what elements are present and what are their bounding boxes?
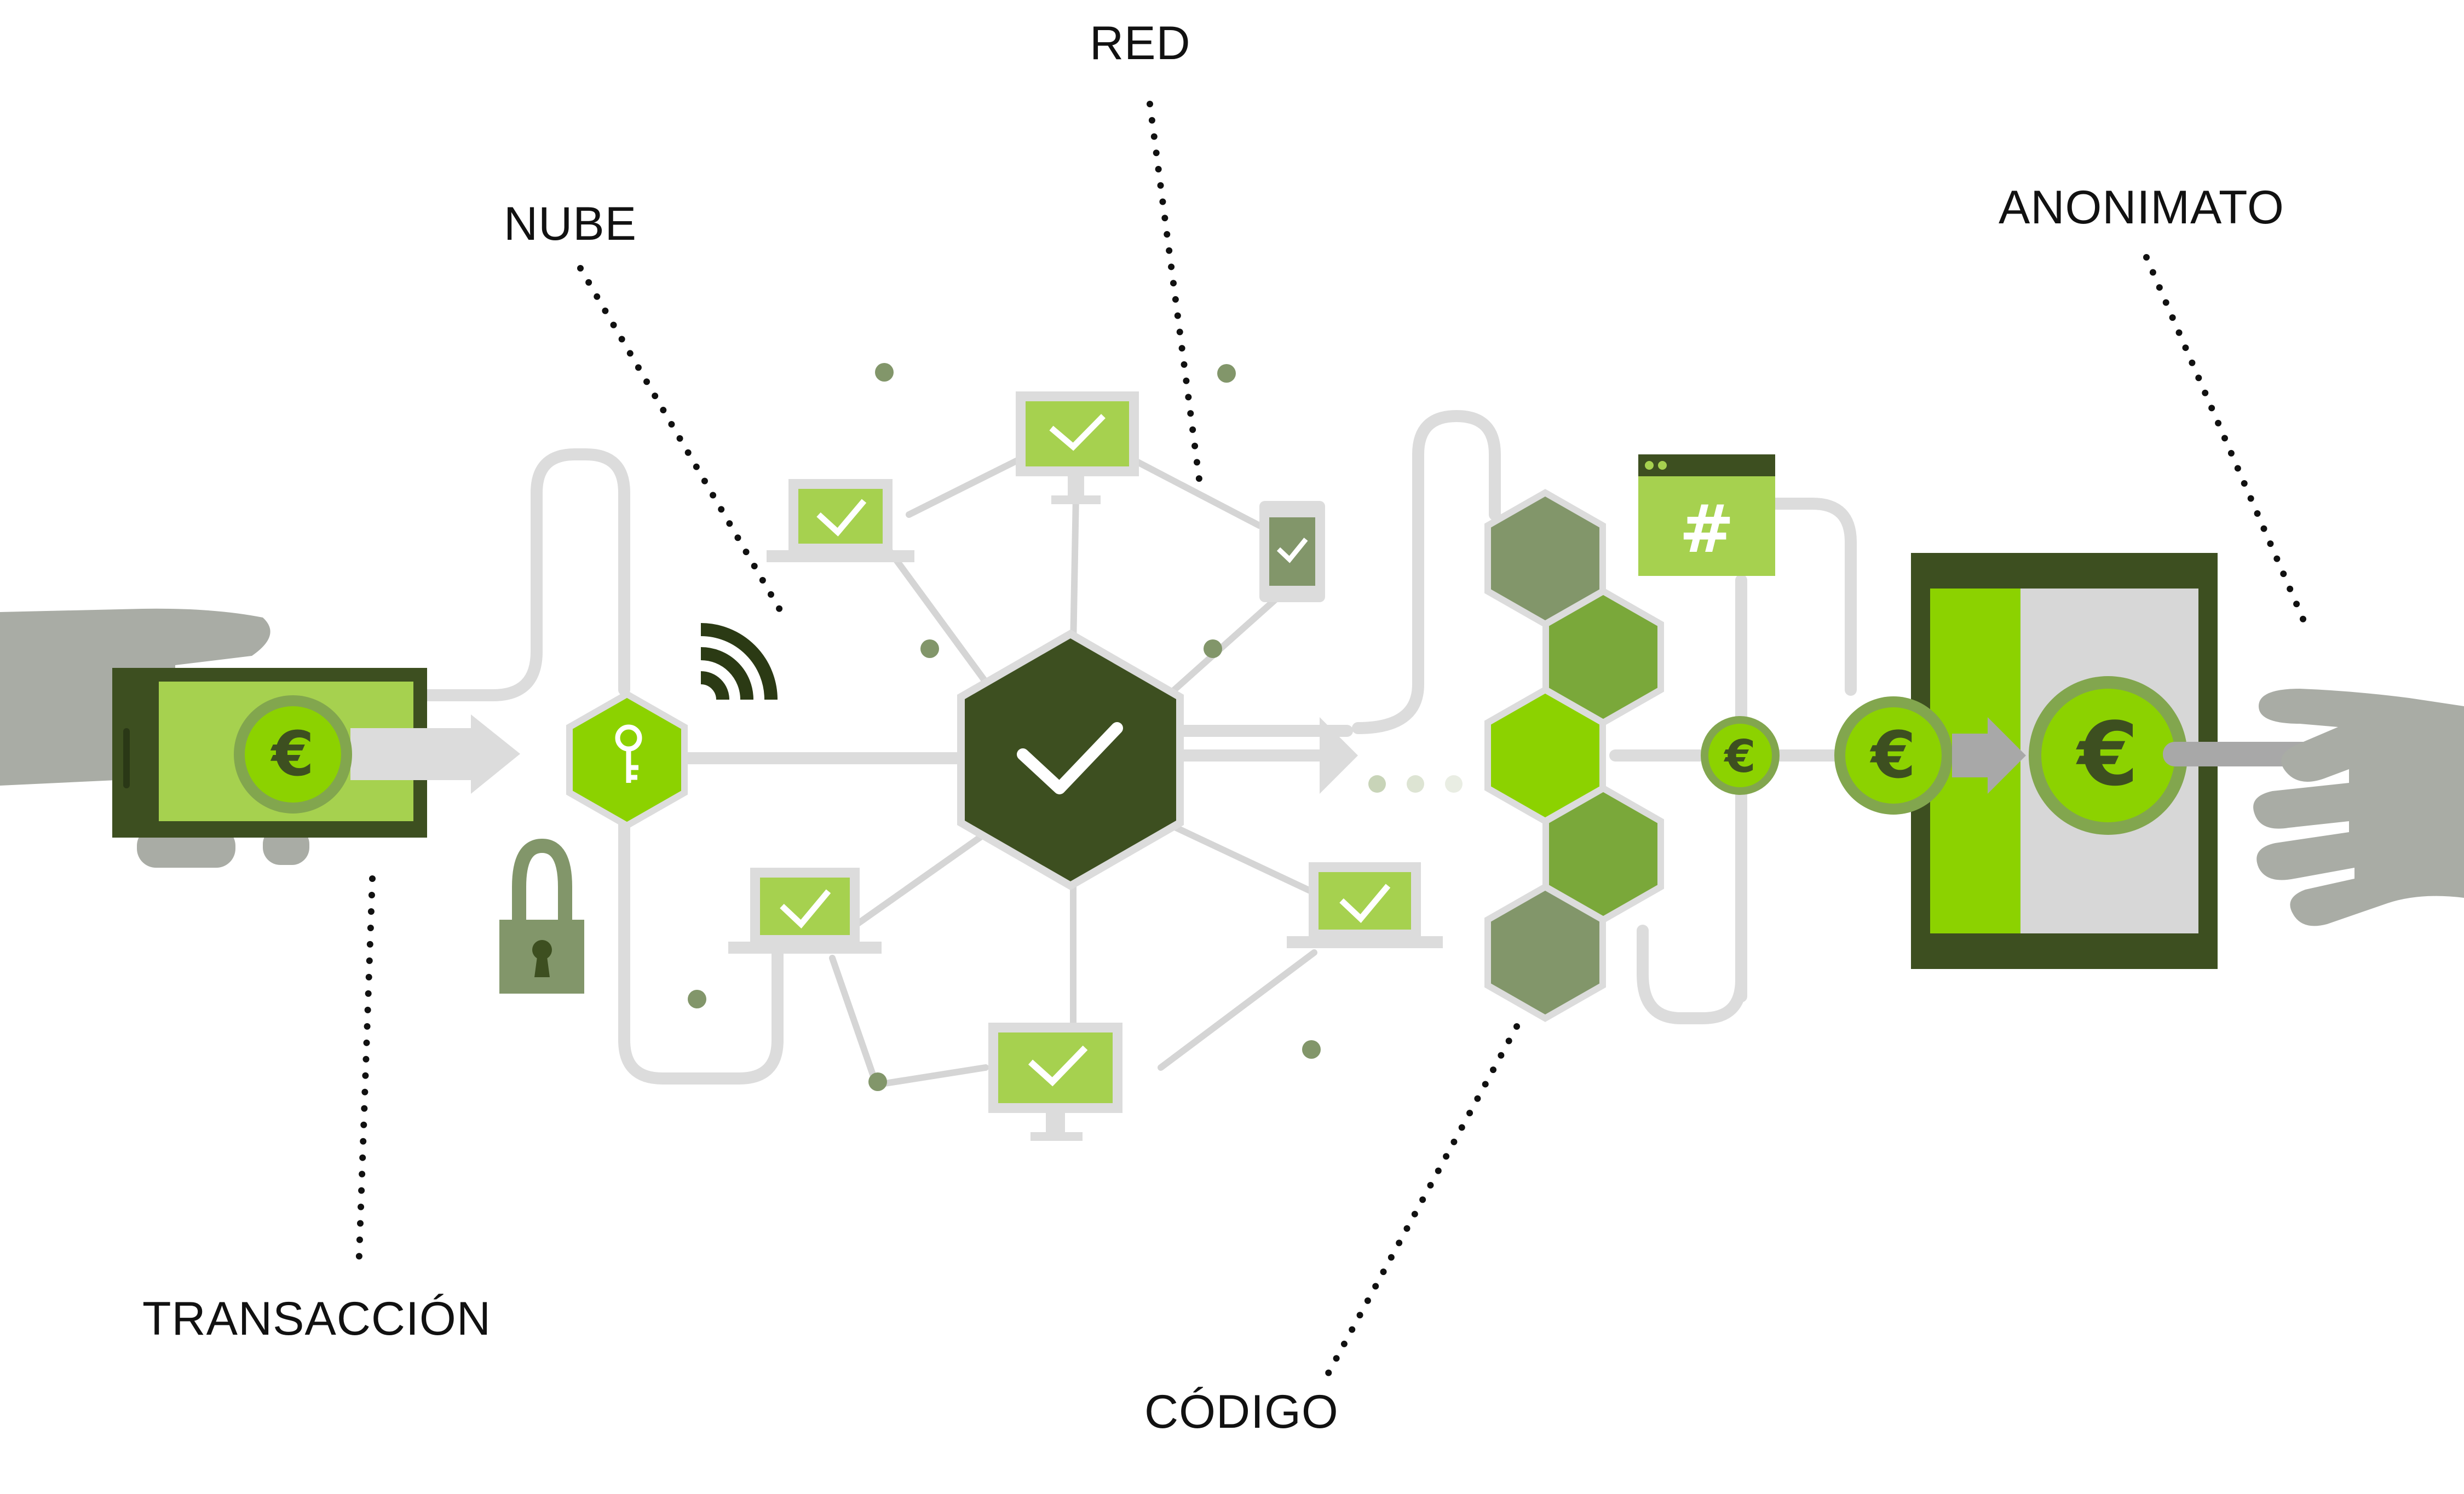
padlock-icon (499, 838, 584, 994)
leader-transaccion (355, 875, 376, 1273)
euro-symbol-medium: € (1869, 717, 1916, 793)
leader-lines (355, 101, 2308, 1377)
left-lower-loop (618, 815, 784, 1085)
label-transaccion: TRANSACCIÓN (142, 1293, 491, 1345)
code-hexagon-chain (1484, 489, 1664, 1022)
leader-red (1147, 101, 1202, 482)
euro-coin-large: € (2029, 676, 2187, 835)
euro-coin-medium: € (1834, 696, 1953, 815)
hash-window-loop (1768, 498, 1857, 696)
network-node-phone-right (1259, 501, 1325, 602)
leader-nube (577, 265, 784, 614)
loading-dots (1368, 775, 1463, 793)
decorative-dots (688, 363, 1321, 1091)
check-icon (1017, 722, 1123, 794)
euro-symbol-phone: € (270, 719, 314, 790)
label-nube: NUBE (504, 198, 637, 250)
leader-codigo (1325, 1023, 1520, 1377)
euro-coin-small: € (1701, 716, 1780, 795)
hash-browser-window: # (1638, 454, 1775, 576)
right-upper-loop (1352, 409, 1501, 734)
euro-coin-phone: € (234, 695, 352, 814)
euro-symbol-large: € (2075, 703, 2138, 805)
right-hand-graphic (2163, 689, 2464, 926)
left-upper-loop (421, 448, 630, 701)
central-validation-node (957, 629, 1184, 891)
right-lower-loop (1637, 925, 1747, 1024)
hash-icon: # (1679, 492, 1735, 568)
wifi-signal-icon (700, 623, 778, 700)
key-hexagon (566, 690, 688, 829)
network-node-monitor-bottom (988, 1023, 1122, 1141)
network-node-laptop-bottom-right (1287, 862, 1443, 948)
network-node-laptop-bottom-left (728, 868, 882, 954)
transfer-arrow (1952, 717, 2026, 794)
label-codigo: CÓDIGO (1144, 1386, 1339, 1438)
euro-symbol-small: € (1723, 731, 1755, 783)
leader-anonimato (2143, 254, 2308, 627)
arrow-right-shape (1320, 717, 1358, 794)
network-node-monitor-top (1016, 391, 1139, 504)
network-node-laptop-top-left (767, 479, 914, 562)
label-anonimato: ANONIMATO (1999, 181, 2284, 234)
label-red: RED (1090, 17, 1191, 70)
